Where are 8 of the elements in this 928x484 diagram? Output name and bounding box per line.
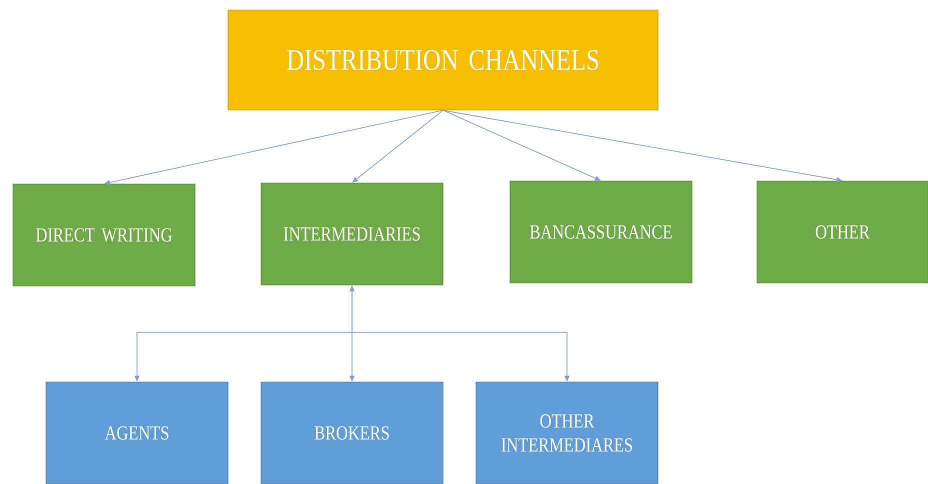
category-box: INTERMEDIARIES <box>260 182 444 286</box>
category-box: BROKERS <box>260 382 444 484</box>
category-box: OTHER INTERMEDIARES <box>476 382 658 484</box>
title-box: DISTRIBUTION CHANNELS <box>228 10 658 110</box>
category-box: OTHER <box>756 180 928 284</box>
category-box: BANCASSURANCE <box>510 180 692 284</box>
category-box: DIRECT WRITING <box>12 184 196 286</box>
category-box: AGENTS <box>46 382 228 484</box>
